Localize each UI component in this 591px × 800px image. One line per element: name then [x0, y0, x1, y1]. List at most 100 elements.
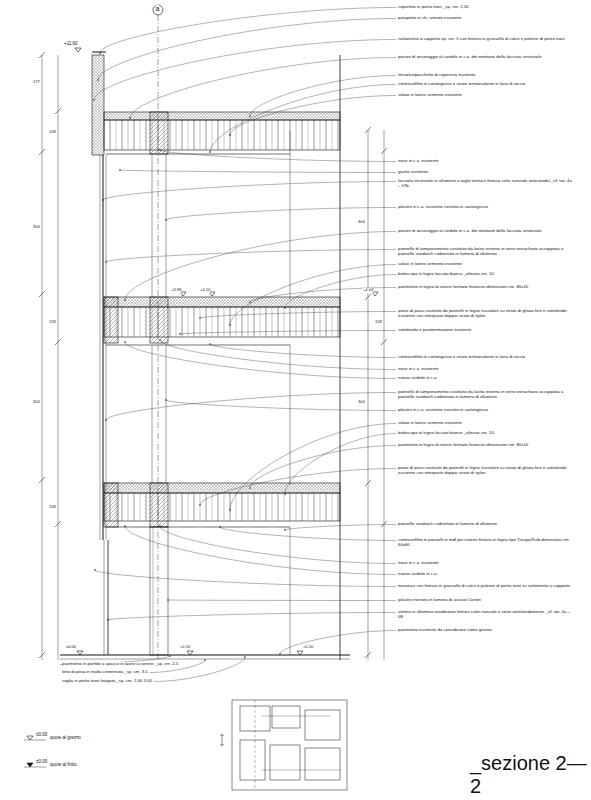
leader-dot	[129, 117, 131, 119]
annotation-note: soglia in pietra trani levigata _sp. cm.…	[62, 679, 152, 684]
leader-dot	[159, 339, 161, 341]
leader-dot	[94, 569, 96, 571]
leader-line	[160, 150, 396, 162]
legend-text: quote al finito	[50, 762, 77, 767]
dimension-label: ±0.00	[66, 645, 76, 650]
annotation-note: nuovo cordolo in c.a.	[398, 376, 438, 381]
leader-dot	[165, 399, 167, 401]
annotation-note: battiscopa in legno laccato bianco _alte…	[398, 431, 494, 436]
leader-line	[125, 342, 396, 379]
leader-dot	[107, 619, 109, 621]
annotation-note: copertina in pietra trani _sp. cm. 2,50	[398, 5, 469, 10]
leader-line	[285, 275, 396, 309]
dimension-label: a	[156, 5, 160, 13]
leader-dot	[105, 419, 107, 421]
leader-dot	[167, 599, 169, 601]
annotation-note: piastre di ancoraggio al cordolo in c.a.…	[398, 229, 542, 234]
dimension-label: ±0.00	[36, 732, 47, 737]
leader-line	[168, 600, 396, 602]
dimension-label: 304	[358, 220, 365, 225]
leader-line	[285, 525, 396, 531]
dimension-label: ±0.00	[36, 759, 47, 764]
leader-dot	[199, 317, 201, 319]
annotation-note: solaio in latero cemento esistente	[398, 262, 462, 267]
annotation-note: controsoffitto in cartongesso e strato t…	[398, 82, 525, 87]
dimension-label: 158	[375, 320, 382, 325]
leader-dot	[179, 333, 181, 335]
annotation-note: piastre di ancoraggio al cordolo in c.a.…	[398, 55, 542, 60]
leader-dot	[284, 307, 286, 309]
dimension-label: 304	[33, 400, 40, 405]
leader-dot	[124, 299, 126, 301]
annotation-note: pilastro in c.a. esistente rivestito in …	[398, 408, 488, 413]
annotation-note: giunto esistente	[398, 170, 428, 175]
leader-line	[106, 250, 396, 263]
leader-line	[250, 288, 396, 303]
annotation-note: vetrina in alluminio anodizzato finitura…	[398, 610, 573, 620]
leader-dot	[102, 199, 104, 201]
leader-dot	[244, 656, 246, 658]
leader-dot	[159, 149, 161, 151]
leader-line	[166, 400, 396, 411]
leader-dot	[249, 115, 251, 117]
leader-line	[100, 8, 396, 54]
annotation-note: controsoffitto in cartongesso e strato t…	[398, 355, 525, 360]
dimension-label: +3.98	[171, 288, 181, 293]
leader-dot	[159, 525, 161, 527]
dimension-label: +11.60	[64, 41, 78, 46]
leader-dot	[124, 341, 126, 343]
leader-line	[103, 182, 396, 201]
dimension-label: +0.10	[303, 645, 313, 650]
leader-dot	[199, 504, 201, 506]
leader-dot	[99, 52, 101, 54]
leader-line	[210, 344, 396, 358]
dimension-label: 304	[33, 225, 40, 230]
annotation-note: solaio in latero cemento esistente	[398, 421, 462, 426]
leader-dot	[284, 529, 286, 531]
leader-line	[160, 340, 396, 370]
leader-dot	[93, 99, 95, 101]
leader-line	[210, 85, 396, 153]
leader-dot	[165, 219, 167, 221]
leader-line	[200, 469, 396, 506]
leader-dot	[97, 79, 99, 81]
leader-line	[230, 424, 396, 511]
leader-line	[250, 76, 396, 117]
dimension-label: +0.10	[180, 645, 190, 650]
leader-dot	[119, 169, 121, 171]
annotation-note: trave in c.a. esistente	[398, 561, 439, 566]
annotation-note: isolamento a cappotto sp. cm. 5 con fini…	[398, 37, 564, 42]
annotation-note: letto di posa in malta cementizia _sp. c…	[62, 670, 148, 675]
annotation-note: trave in c.a. esistente	[398, 367, 439, 372]
drawing-title: _sezione 2—2	[470, 752, 591, 798]
leader-dot	[204, 659, 206, 661]
annotation-note: pilastro rivestito in lamiera di acciaio…	[398, 598, 481, 603]
leader-line	[285, 434, 396, 495]
leader-line	[200, 312, 396, 319]
dimension-label: 108	[49, 130, 56, 135]
annotation-note: pavimento esistente da considerare come …	[398, 628, 492, 633]
leader-dot	[209, 151, 211, 153]
leader-dot	[209, 343, 211, 345]
leader-line	[154, 657, 245, 682]
leader-line	[220, 527, 396, 541]
annotation-note: pannello di tamponamento costituito da l…	[398, 247, 573, 257]
leader-line	[180, 331, 396, 335]
annotation-note: terrazza/pacchetto di copertura esistent…	[398, 73, 476, 78]
leader-dot	[229, 509, 231, 511]
annotation-note: parapetto in cls. armato esistente	[398, 16, 461, 21]
dimension-label: 177	[33, 80, 40, 85]
dimension-label: 158	[49, 320, 56, 325]
leader-dot	[279, 653, 281, 655]
leader-dot	[169, 655, 171, 657]
leader-line	[108, 613, 396, 621]
annotation-note: pavimento in legno di rovere formato lis…	[398, 285, 528, 290]
annotation-note: pannello sandwich coibentato in lamiera …	[398, 522, 497, 527]
annotation-note: sottofondo e pavimentazione esistente	[398, 328, 471, 333]
annotation-note: trave in c.a. esistente	[398, 159, 439, 164]
annotation-note: pavimento in porfido a spacco in lastre …	[62, 662, 178, 667]
leader-line	[98, 19, 396, 81]
leader-line	[280, 631, 396, 655]
annotation-note: controsoffitto in pannelli in mdf per es…	[398, 538, 573, 548]
annotation-note: facciata strutturale in alluminio a tagl…	[398, 179, 573, 189]
